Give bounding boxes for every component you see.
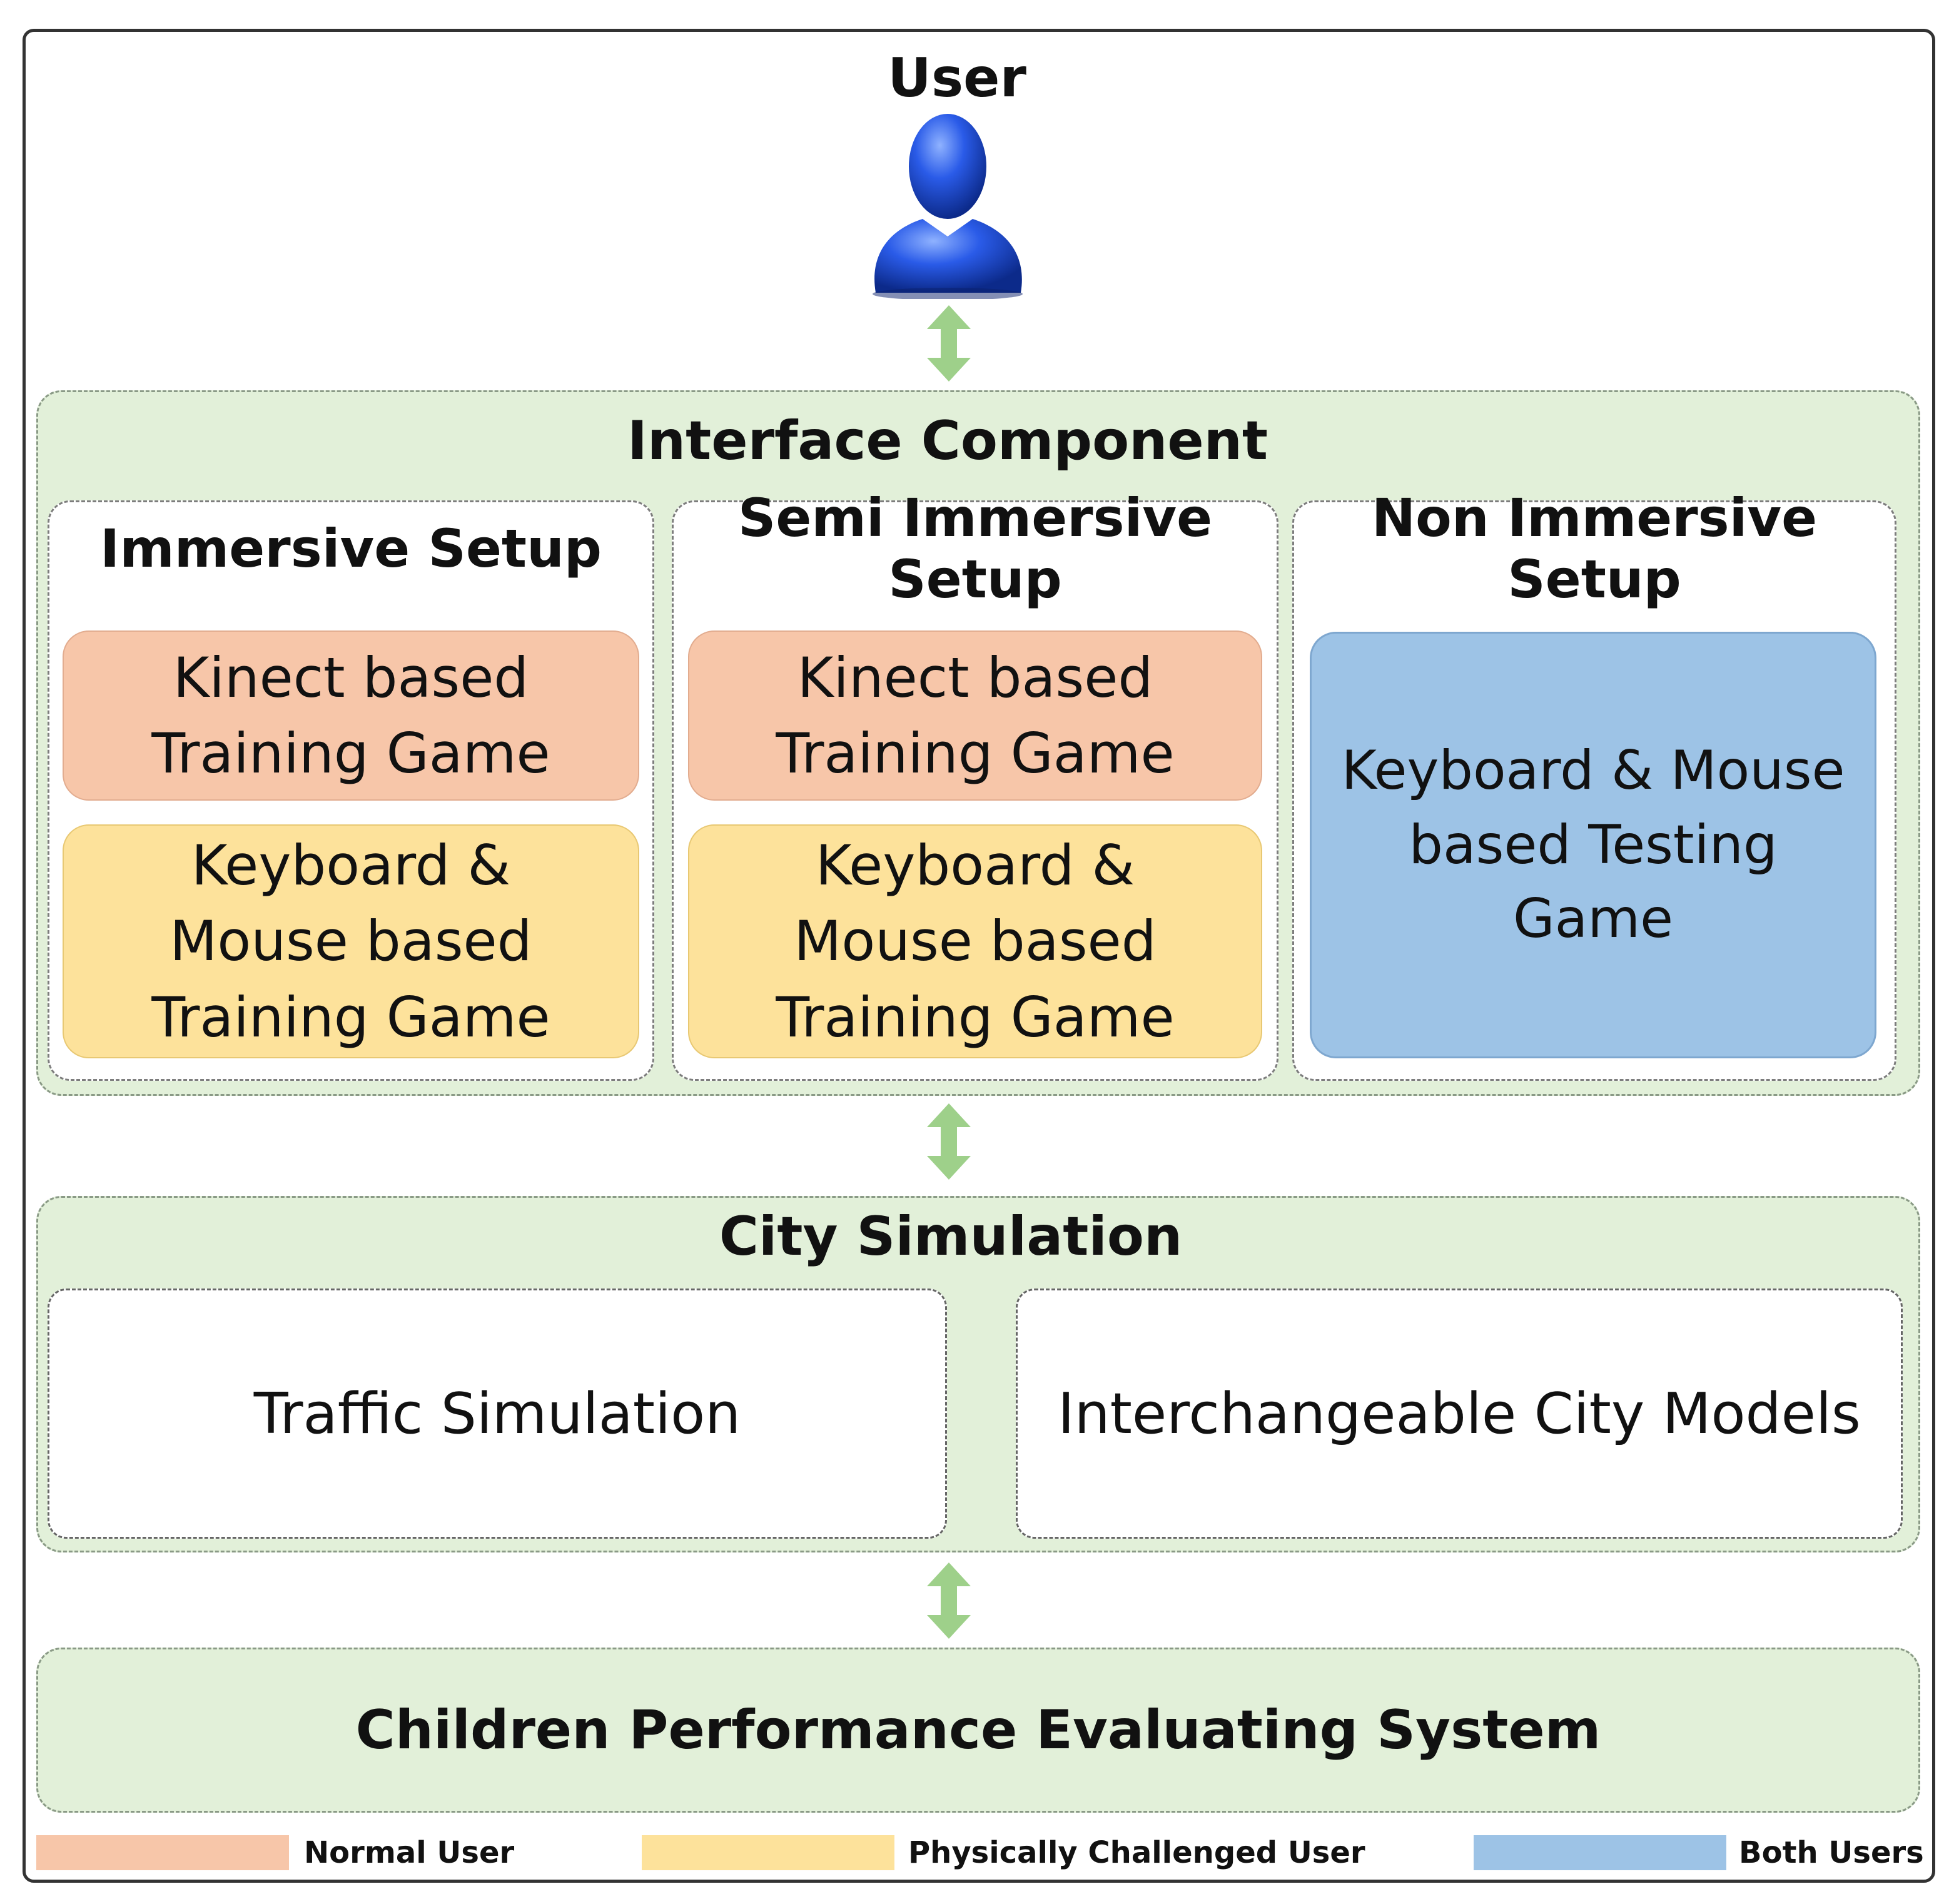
arrow-interface-city bbox=[927, 1103, 971, 1180]
user-label: User bbox=[888, 47, 1026, 109]
arrow-user-interface bbox=[927, 305, 971, 382]
legend-label-physically-challenged-user: Physically Challenged User bbox=[908, 1835, 1365, 1870]
legend-label-both-users: Both Users bbox=[1739, 1835, 1924, 1870]
user-icon bbox=[873, 114, 1023, 299]
legend-swatch-physically-challenged-user bbox=[642, 1835, 894, 1870]
children-performance-evaluating-system: Children Performance Evaluating System bbox=[36, 1648, 1920, 1813]
keyboard-mouse-training-game-box: Keyboard & Mouse based Training Game bbox=[688, 824, 1262, 1058]
legend-label-normal-user: Normal User bbox=[304, 1835, 515, 1870]
non-immersive-setup-title: Non Immersive Setup bbox=[1371, 487, 1818, 610]
arrow-city-evaluation bbox=[927, 1562, 971, 1639]
immersive-setup-title: Immersive Setup bbox=[99, 518, 602, 579]
kinect-training-game-box: Kinect based Training Game bbox=[688, 630, 1262, 801]
interchangeable-city-models-box: Interchangeable City Models bbox=[1016, 1289, 1903, 1539]
legend-swatch-normal-user bbox=[36, 1835, 289, 1870]
interface-component-title: Interface Component bbox=[627, 410, 1268, 472]
semi-immersive-setup-title: Semi Immersive Setup bbox=[737, 487, 1213, 610]
keyboard-mouse-training-game-box: Keyboard & Mouse based Training Game bbox=[63, 824, 639, 1058]
keyboard-mouse-testing-game-box: Keyboard & Mouse based Testing Game bbox=[1310, 632, 1876, 1058]
legend-swatch-both-users bbox=[1474, 1835, 1726, 1870]
traffic-simulation-box: Traffic Simulation bbox=[48, 1289, 947, 1539]
kinect-training-game-box: Kinect based Training Game bbox=[63, 630, 639, 801]
city-simulation-title: City Simulation bbox=[719, 1205, 1183, 1268]
